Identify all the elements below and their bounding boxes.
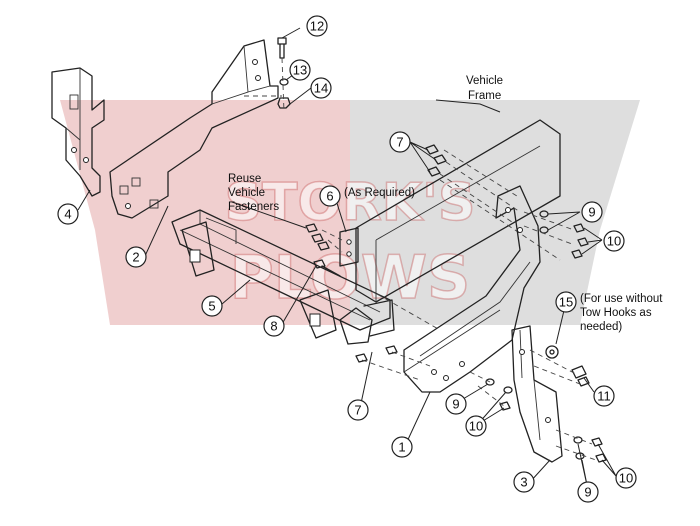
hardware-reuse-fasteners (305, 223, 343, 253)
svg-text:9: 9 (584, 485, 591, 500)
callout-13: 13 (289, 59, 311, 81)
label-vehicle-frame-1: Vehicle (466, 75, 503, 87)
part-4-bracket (51, 67, 105, 197)
label-reuse-1: Reuse (228, 173, 261, 185)
label-vehicle-frame-2: Frame (468, 90, 501, 102)
svg-text:4: 4 (64, 207, 71, 222)
svg-text:8: 8 (270, 319, 277, 334)
callout-6: 6 (319, 185, 341, 207)
label-reuse-3: Fasteners (228, 201, 279, 213)
callout-9-right: 9 (581, 201, 603, 223)
label-tow-3: needed) (580, 321, 622, 333)
watermark-logo: STORK'S PLOWS (60, 100, 640, 325)
callout-9-center: 9 (445, 393, 467, 415)
svg-text:2: 2 (132, 250, 139, 265)
svg-text:7: 7 (354, 403, 361, 418)
callout-7-bottom: 7 (347, 399, 369, 421)
callout-14: 14 (310, 77, 332, 99)
hardware-15-11 (529, 345, 590, 387)
part-1-bracket (403, 185, 541, 393)
callout-11: 11 (593, 385, 615, 407)
hardware-7-bolts-bottom (355, 345, 431, 381)
callout-10-center: 10 (465, 415, 487, 437)
callout-7-top: 7 (389, 131, 411, 153)
label-as-required: (As Required) (344, 187, 415, 199)
part-6-plate (339, 227, 359, 267)
hardware-7-bolts-top (425, 144, 521, 223)
svg-text:9: 9 (588, 205, 595, 220)
hardware-9-10-bottom (555, 429, 607, 463)
svg-text:1: 1 (398, 440, 405, 455)
svg-text:12: 12 (310, 19, 324, 34)
callout-12: 12 (306, 15, 328, 37)
hardware-9-10-center (469, 371, 513, 411)
callout-2: 2 (125, 246, 147, 268)
svg-text:11: 11 (597, 389, 611, 404)
callout-10-bottom: 10 (615, 467, 637, 489)
svg-text:10: 10 (607, 234, 621, 249)
svg-text:10: 10 (469, 419, 483, 434)
part-5-receiver (171, 209, 395, 345)
part-3-plate (511, 325, 563, 463)
callout-15: 15 (555, 291, 577, 313)
part-2-bracket (109, 39, 279, 219)
callout-4: 4 (57, 203, 79, 225)
callout-5: 5 (201, 295, 223, 317)
watermark-right-shape (350, 100, 640, 325)
svg-text:3: 3 (520, 475, 527, 490)
svg-text:7: 7 (396, 135, 403, 150)
callout-9-bottom: 9 (577, 481, 599, 503)
callout-1: 1 (391, 436, 413, 458)
svg-text:9: 9 (452, 397, 459, 412)
text-labels: Vehicle Frame Reuse Vehicle Fasteners (A… (228, 75, 663, 333)
callout-8: 8 (263, 315, 285, 337)
callout-3: 3 (513, 471, 535, 493)
svg-text:13: 13 (293, 63, 307, 78)
vehicle-frame (355, 119, 561, 331)
callout-10-right: 10 (603, 230, 625, 252)
svg-text:6: 6 (326, 189, 333, 204)
hardware-12-13-14 (244, 37, 291, 113)
svg-text:10: 10 (619, 471, 633, 486)
svg-text:15: 15 (559, 295, 573, 310)
label-tow-1: (For use without (580, 293, 663, 305)
svg-text:5: 5 (208, 299, 215, 314)
svg-text:14: 14 (314, 81, 328, 96)
label-reuse-2: Vehicle (228, 187, 265, 199)
label-tow-2: Tow Hooks as (580, 307, 652, 319)
